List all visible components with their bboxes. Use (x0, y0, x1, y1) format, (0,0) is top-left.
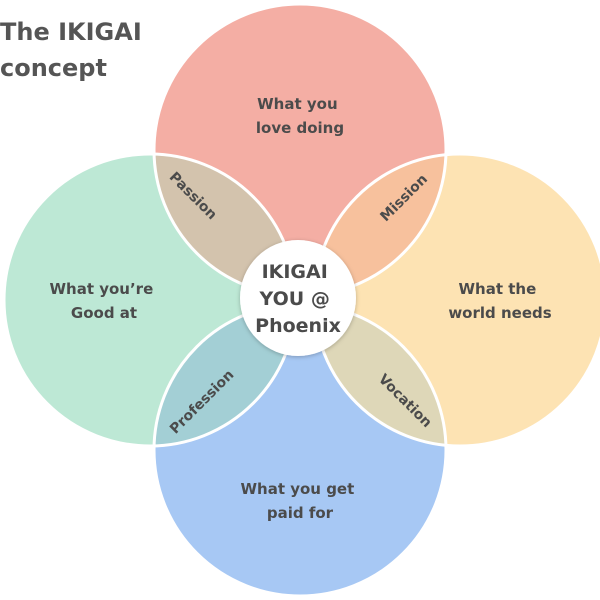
good-at-label: What you’re Good at (49, 280, 158, 322)
profession-overlap (154, 304, 296, 446)
love-doing-label: What you love doing (256, 95, 344, 137)
page-title: The IKIGAI concept (0, 14, 200, 86)
title-line-2: concept (0, 54, 107, 82)
paid-for-label: What you get paid for (240, 480, 359, 522)
vocation-overlap (314, 304, 446, 446)
world-needs-label: What the world needs (448, 280, 551, 322)
mission-overlap (314, 154, 446, 296)
center-circle (240, 240, 356, 356)
center-label: IKIGAI YOU @ Phoenix (255, 261, 341, 337)
passion-overlap (154, 154, 296, 296)
title-line-1: The IKIGAI (0, 18, 142, 46)
